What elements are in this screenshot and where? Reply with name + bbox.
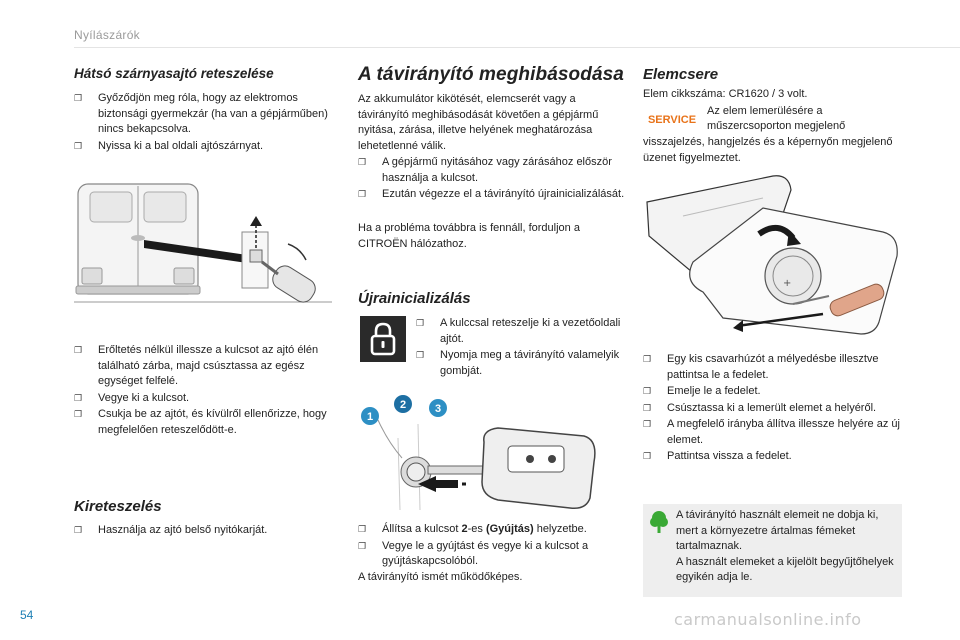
service-text-line1: Az elem lemerülésére a [707,105,823,117]
closing-text: A távirányító ismét működőképes. [358,571,523,583]
list-item: A kulccsal reteszelje ki a vezetőoldali … [416,316,630,347]
ignition-position-number: 2 [461,523,468,535]
malfunction-intro: Az akkumulátor kikötését, elemcserét vag… [358,93,599,152]
section-title: Nyílászárók [74,28,140,42]
battery-replacement-illustration: + [643,172,905,338]
key-lock-steps-list: Erőltetés nélkül illessze a kulcsot az a… [74,343,340,439]
unlocking-steps-list: Használja az ajtó belső nyitókarját. [74,523,340,540]
heading-remote-malfunction: A távirányító meghibásodása [358,64,624,85]
page-number: 54 [20,608,34,622]
ignition-position-name: (Gyújtás) [485,523,534,535]
watermark-text: carmanualsonline.info [674,610,862,629]
reinit-steps-list: A kulccsal reteszelje ki a vezetőoldali … [416,316,630,380]
list-item: Nyomja meg a távirányító valamelyik gomb… [416,348,630,379]
padlock-icon [360,316,406,362]
malfunction-outro: Ha a probléma továbbra is fennáll, fordu… [358,222,580,250]
service-text-rest: visszajelzés, hangjelzés és a képernyőn … [643,136,893,164]
malfunction-steps-list: A gépjármű nyitásához vagy zárásához elő… [358,155,628,204]
heading-rear-door-locking: Hátsó szárnyasajtó reteszelése [74,66,274,81]
svg-text:+: + [783,278,791,289]
list-item: Emelje le a fedelet. [643,384,905,400]
step-1-label: 1 [367,411,373,423]
eco-tree-icon [650,510,668,533]
list-item: A gépjármű nyitásához vagy zárásához elő… [358,155,628,186]
header-divider [74,47,960,48]
ignition-text-mid: -es [467,523,486,535]
list-item: A megfelelő irányba állítva illessze hel… [643,417,905,448]
list-item: Vegye le a gyújtást és vegye ki a kulcso… [358,539,628,570]
service-warning-icon: SERVICE [645,106,699,132]
step-2-label: 2 [400,399,406,411]
heading-battery-replacement: Elemcsere [643,66,719,83]
list-item: Nyissa ki a bal oldali ajtószárnyat. [74,139,340,155]
step-3-label: 3 [435,403,441,415]
ignition-text-pre: Állítsa a kulcsot [382,523,462,535]
list-item: Erőltetés nélkül illessze a kulcsot az a… [74,343,340,390]
list-item: Vegye ki a kulcsot. [74,391,340,407]
list-item: Állítsa a kulcsot 2-es (Gyújtás) helyzet… [358,522,628,538]
van-rear-door-illustration [74,176,334,306]
rear-door-steps-list: Győződjön meg róla, hogy az elektromos b… [74,91,340,155]
list-item: Használja az ajtó belső nyitókarját. [74,523,340,539]
battery-steps-list: Egy kis csavarhúzót a mélyedésbe illeszt… [643,352,905,466]
ignition-text-post: helyzetbe. [533,523,587,535]
service-label: SERVICE [648,114,696,126]
service-text-line2: műszercsoporton megjelenő [707,120,846,132]
list-item: Pattintsa vissza a fedelet. [643,449,905,465]
environment-note-box [643,504,902,597]
ignition-key-illustration: 1 2 3 [358,380,618,511]
ignition-steps-list: Állítsa a kulcsot 2-es (Gyújtás) helyzet… [358,522,628,571]
environment-note-text: A távirányító használt elemeit ne dobja … [676,509,894,583]
heading-unlocking: Kireteszelés [74,498,162,515]
list-item: Csukja be az ajtót, és kívülről ellenőri… [74,407,340,438]
list-item: Ezután végezze el a távirányító újrainic… [358,187,628,203]
list-item: Győződjön meg róla, hogy az elektromos b… [74,91,340,138]
list-item: Csúsztassa ki a lemerült elemet a helyér… [643,401,905,417]
battery-part-number: Elem cikkszáma: CR1620 / 3 volt. [643,88,808,100]
list-item: Egy kis csavarhúzót a mélyedésbe illeszt… [643,352,905,383]
heading-reinitialization: Újrainicializálás [358,290,471,307]
